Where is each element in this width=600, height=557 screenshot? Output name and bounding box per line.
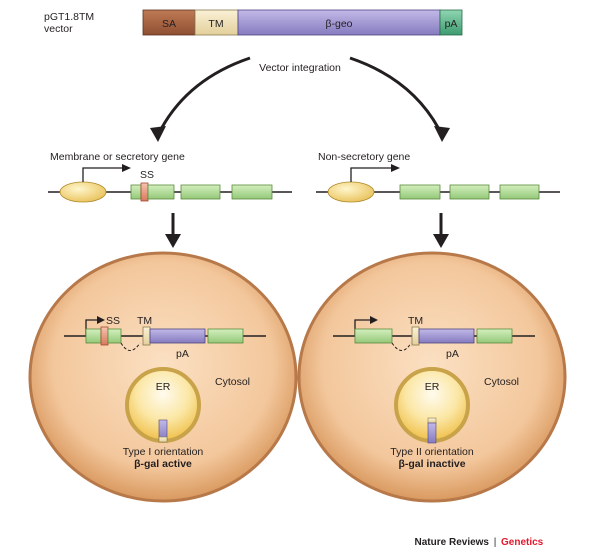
right-gene-locus [316,164,560,203]
right-cell-bgeo-block [418,328,475,344]
footer-separator: | [494,537,497,548]
vector-label-bgeo: β-geo [325,18,352,30]
integration-arrow-left-head [150,126,166,142]
right-tss-arrow-head [391,164,400,172]
right-cell-tm-block [411,326,420,346]
vector-label-sa: SA [162,18,176,30]
right-exon-2 [449,184,490,200]
right-tss-arrow [350,167,394,182]
left-cell-tm-block [142,326,151,346]
left-exon-1b [147,184,175,200]
vector-segment-pa [439,9,463,36]
integration-arrow-left [156,56,251,136]
left-cell-tss-arrow-head [97,316,105,324]
left-activity-label: β-gal active [134,458,192,470]
left-tss-arrow-head [122,164,131,172]
right-down-arrow-head [433,234,449,248]
left-cell-splice-line [120,342,141,351]
footer-journal: Nature Reviews [415,537,490,548]
vector-name: pGT1.8TM [44,11,94,23]
left-ss-block [140,182,149,202]
footer-credit: Nature Reviews | Genetics [415,537,544,548]
left-exon-3 [231,184,273,200]
left-cell-ss-label: SS [106,315,120,327]
integration-arrow-right-head [434,126,450,142]
left-tss-arrow [82,167,125,182]
integration-arrow-right [349,56,444,136]
right-cytosol-label: Cytosol [484,376,519,388]
right-er-bgeo [427,422,437,444]
right-cell-tss-arrow-head [370,316,378,324]
vector-segment-bgeo [237,9,441,36]
right-er-label: ER [425,381,440,393]
right-promoter [327,181,375,203]
left-cell-bgeo-block [149,328,206,344]
left-gene-locus: SS [48,164,292,203]
vector-subtitle: vector [44,23,73,35]
integration-label: Vector integration [259,62,341,74]
left-cell-exon-1b [107,328,122,344]
left-ss-label: SS [140,169,154,181]
left-cell: SS TM pA ER Cytosol Type I orientation β… [28,251,298,503]
left-gene-title: Membrane or secretory gene [50,151,185,163]
left-down-arrow-head [165,234,181,248]
vector-construct: SA TM β-geo pA [142,9,463,36]
vector-label-pa: pA [445,18,458,30]
right-cell-splice-line [391,342,412,351]
left-cytosol-label: Cytosol [215,376,250,388]
left-exon-1 [130,184,142,200]
vector-segment-tm [194,9,239,36]
left-cell-exon-1 [85,328,102,344]
right-cell: TM pA ER Cytosol Type II orientation β-g… [297,251,567,503]
left-er-tm [158,436,168,443]
right-orientation-label: Type II orientation [390,446,474,458]
left-cell-tm-label: TM [137,315,152,327]
right-cell-tm-label: TM [408,315,423,327]
right-cell-pa-label: pA [446,348,459,360]
right-cell-exon-2 [476,328,513,344]
left-exon-2 [180,184,221,200]
left-cell-pa-label: pA [176,348,189,360]
left-orientation-label: Type I orientation [123,446,204,458]
right-activity-label: β-gal inactive [398,458,465,470]
left-cell-exon-2 [207,328,244,344]
left-promoter [59,181,107,203]
right-exon-3 [499,184,540,200]
footer-section: Genetics [501,537,544,548]
vector-label-tm: TM [208,18,223,30]
right-gene-title: Non-secretory gene [318,151,410,163]
right-er-tm [427,417,437,424]
vector-segment-sa [142,9,196,36]
right-exon-1 [399,184,441,200]
left-er-label: ER [156,381,171,393]
left-cell-ss-block [100,326,109,346]
right-cell-exon-1 [354,328,393,344]
